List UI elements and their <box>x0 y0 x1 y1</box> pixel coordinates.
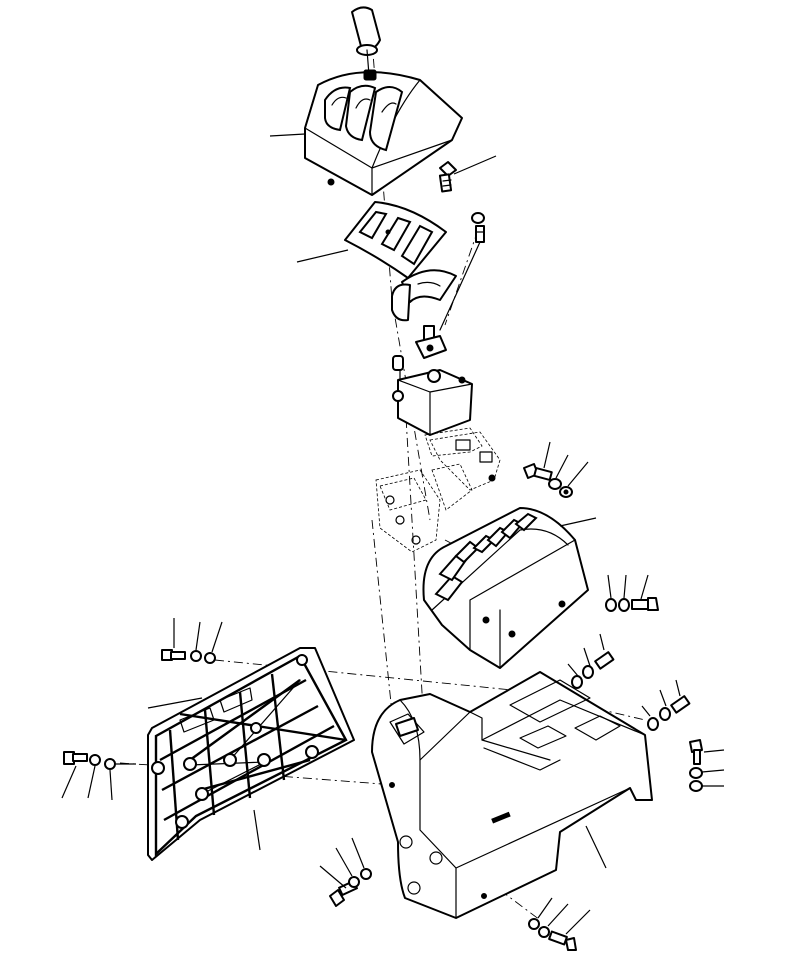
console-bolt-set <box>567 574 725 792</box>
lever-knob <box>351 6 381 76</box>
bracket-bolt-set <box>523 441 589 498</box>
upper-lever-cover <box>304 69 463 196</box>
slotted-plate <box>344 201 447 279</box>
valve-stem-joint <box>415 325 447 359</box>
floor-plate-bolt-set <box>61 618 223 801</box>
control-valve-unit <box>392 355 473 436</box>
housing-bolt-set <box>319 837 591 951</box>
front-lever-console <box>422 507 597 669</box>
leader-lines <box>269 133 497 263</box>
side-floor-plate <box>147 647 355 861</box>
cover-screw <box>438 161 457 193</box>
valve-mounting-bracket <box>375 427 501 553</box>
lower-console-housing <box>371 671 653 919</box>
rubber-boot <box>391 269 457 322</box>
linkage-fitting <box>439 212 485 331</box>
